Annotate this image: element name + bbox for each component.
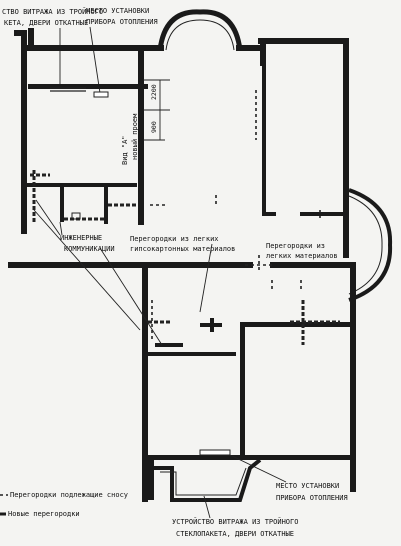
wall-mid-center	[148, 262, 253, 268]
wall-lower-center	[240, 325, 245, 457]
heater-note-bottom-line1: МЕСТО УСТАНОВКИ	[276, 482, 339, 490]
bay-window-arch	[157, 9, 243, 51]
wall-lower-left	[142, 262, 148, 502]
wall-bottom	[148, 455, 356, 460]
wall-mid-left	[8, 262, 148, 268]
right-bay-window	[348, 188, 393, 302]
heater-note-top-line2: ПРИБОРА ОТОПЛЕНИЯ	[86, 18, 158, 26]
partitions-left-line2: гипсокартонных материалов	[130, 245, 235, 253]
wall-lower-right	[350, 262, 356, 492]
dimension-900: 900	[150, 121, 158, 133]
heater-bottom	[199, 449, 231, 456]
window-note-bottom-line2: СТЕКЛОПАКЕТА, ДВЕРИ ОТКАТНЫЕ	[176, 530, 294, 538]
new-opening-label: новый проем	[131, 113, 139, 160]
view-a-label: Вид "А"	[121, 135, 129, 165]
heater-note-top-line1: МЕСТО УСТАНОВКИ	[86, 7, 149, 15]
heater-top	[93, 91, 109, 98]
window-bottom-leader	[203, 495, 211, 519]
heater-top-leader	[89, 26, 101, 94]
heater-note-bottom-line2: ПРИБОРА ОТОПЛЕНИЯ	[276, 494, 348, 502]
partitions-right-line2: легких материалов	[266, 252, 338, 260]
legend-demolish: Перегородки подлежащие сносу	[10, 491, 128, 499]
wall-window-sill-left	[28, 84, 148, 89]
wall-mid-right	[270, 262, 350, 268]
wall-top-left	[21, 45, 161, 51]
heater-bottom-leader	[229, 454, 287, 483]
window-note-top-line1: СТВО ВИТРАЖА ИЗ ТРОЙНОГО	[2, 7, 103, 16]
window-note-bottom-line1: УСТРОЙСТВО ВИТРАЖА ИЗ ТРОЙНОГО	[172, 517, 298, 526]
partitions-left-leader	[199, 243, 213, 313]
dimension-2200: 2200	[150, 84, 158, 100]
wall-central-left	[138, 45, 144, 225]
wall-right-room-inner	[262, 65, 266, 215]
engineering-leader-1	[35, 199, 61, 236]
wall-left-upper	[21, 30, 27, 234]
wall-right-upper	[343, 38, 349, 258]
engineering-label-line1: ИНЖЕНЕРНЫЕ	[60, 234, 102, 242]
engineering-label-line2: КОММУНИКАЦИИ	[64, 245, 115, 253]
partitions-left-line1: Перегородки из легких	[130, 235, 219, 243]
bottom-bay-window	[154, 458, 262, 502]
legend-new-walls: Новые перегородки	[8, 510, 80, 518]
window-note-top-line2: КЕТА, ДВЕРИ ОТКАТНЫЕ	[4, 19, 88, 27]
partitions-right-line1: Перегородки из	[266, 242, 325, 250]
wall-top-right	[258, 38, 348, 44]
